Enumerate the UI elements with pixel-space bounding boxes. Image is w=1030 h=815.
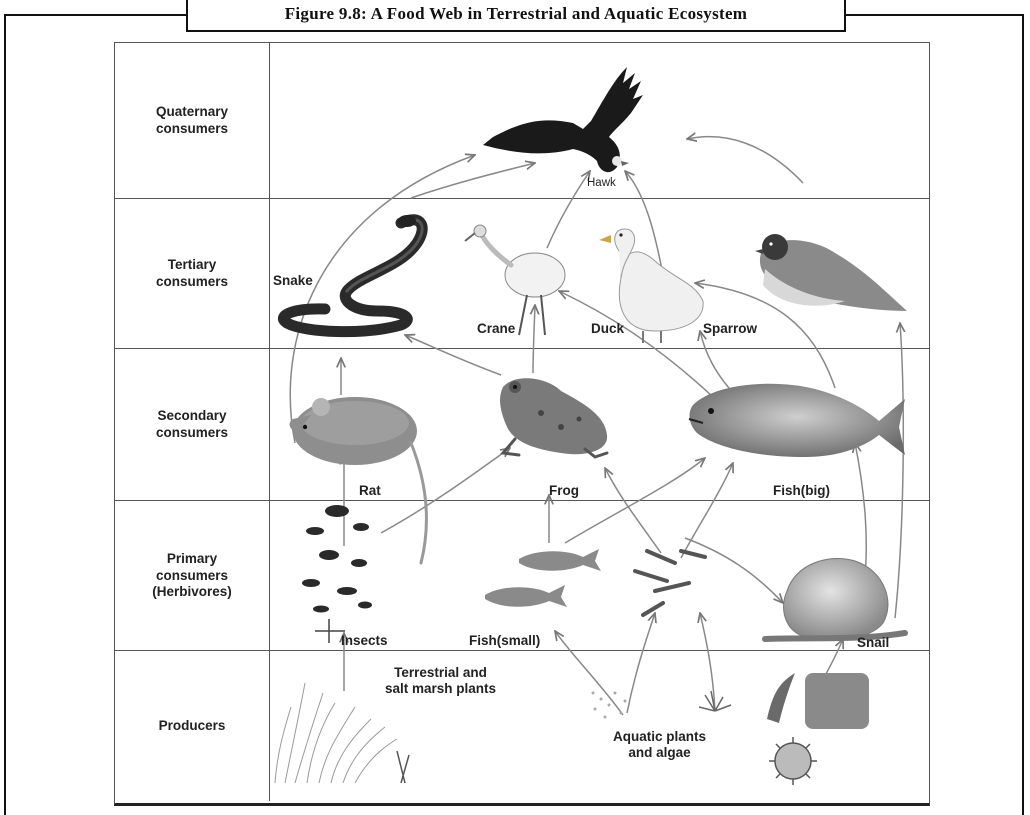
- label-insects: Insects: [341, 633, 388, 649]
- sea-urchin-icon: [769, 737, 817, 785]
- arrow-frog-to-snake: [405, 335, 501, 375]
- food-web-art: [115, 43, 929, 800]
- label-fish-big: Fish(big): [773, 483, 830, 499]
- arrow-frog-to-crane: [533, 305, 535, 373]
- sparrow-icon: [755, 234, 907, 311]
- arrow-snake-to-hawk: [411, 163, 535, 198]
- label-crane: Crane: [477, 321, 515, 337]
- seaweed-icon: [767, 673, 869, 729]
- grass-icon: [275, 683, 409, 783]
- arrow-aquatic-to-fishbig: [681, 463, 733, 558]
- snail-icon: [765, 559, 905, 640]
- arrow-snail-to-sparrow: [895, 323, 903, 618]
- label-snail: Snail: [857, 635, 889, 651]
- frame-left: [4, 14, 6, 815]
- insects-icon: [302, 505, 372, 643]
- arrow-fishbig-to-duck: [700, 331, 735, 395]
- label-sparrow: Sparrow: [703, 321, 757, 337]
- label-hawk: Hawk: [587, 177, 616, 191]
- hawk-icon: [483, 67, 643, 172]
- frame-top-right: [842, 14, 1024, 16]
- label-frog: Frog: [549, 483, 579, 499]
- arrow-crane-to-hawk: [547, 171, 590, 248]
- arrow-aquatic-to-frog: [605, 468, 661, 553]
- frog-icon: [500, 378, 607, 457]
- label-rat: Rat: [359, 483, 381, 499]
- label-fish-small: Fish(small): [469, 633, 540, 649]
- arrow-sparrow-to-hawk: [687, 137, 803, 183]
- label-snake: Snake: [273, 273, 313, 289]
- arrow-algae-to-aquatic-consumers: [627, 613, 655, 713]
- label-aquatic-plants: Aquatic plants and algae: [613, 729, 706, 761]
- arrow-aquatic-to-snail: [685, 538, 783, 603]
- fish-big-icon: [689, 384, 905, 457]
- fish-small-icon: [485, 549, 601, 607]
- label-duck: Duck: [591, 321, 624, 337]
- arrow-fishsmall-to-fishbig: [565, 458, 705, 543]
- aquatic-invertebrates-icon: [635, 551, 705, 615]
- arrow-insects-to-frog: [381, 448, 510, 533]
- frame-right: [1022, 14, 1024, 815]
- figure-caption: Figure 9.8: A Food Web in Terrestrial an…: [186, 0, 846, 32]
- algae-icon: [592, 692, 627, 719]
- food-web-diagram: Quaternary consumers Tertiary consumers …: [114, 42, 930, 806]
- frame-top-left: [4, 14, 186, 16]
- arrow-algae-to-fishsmall: [555, 631, 623, 715]
- label-terrestrial-plants: Terrestrial and salt marsh plants: [385, 665, 496, 697]
- rat-icon: [290, 397, 427, 563]
